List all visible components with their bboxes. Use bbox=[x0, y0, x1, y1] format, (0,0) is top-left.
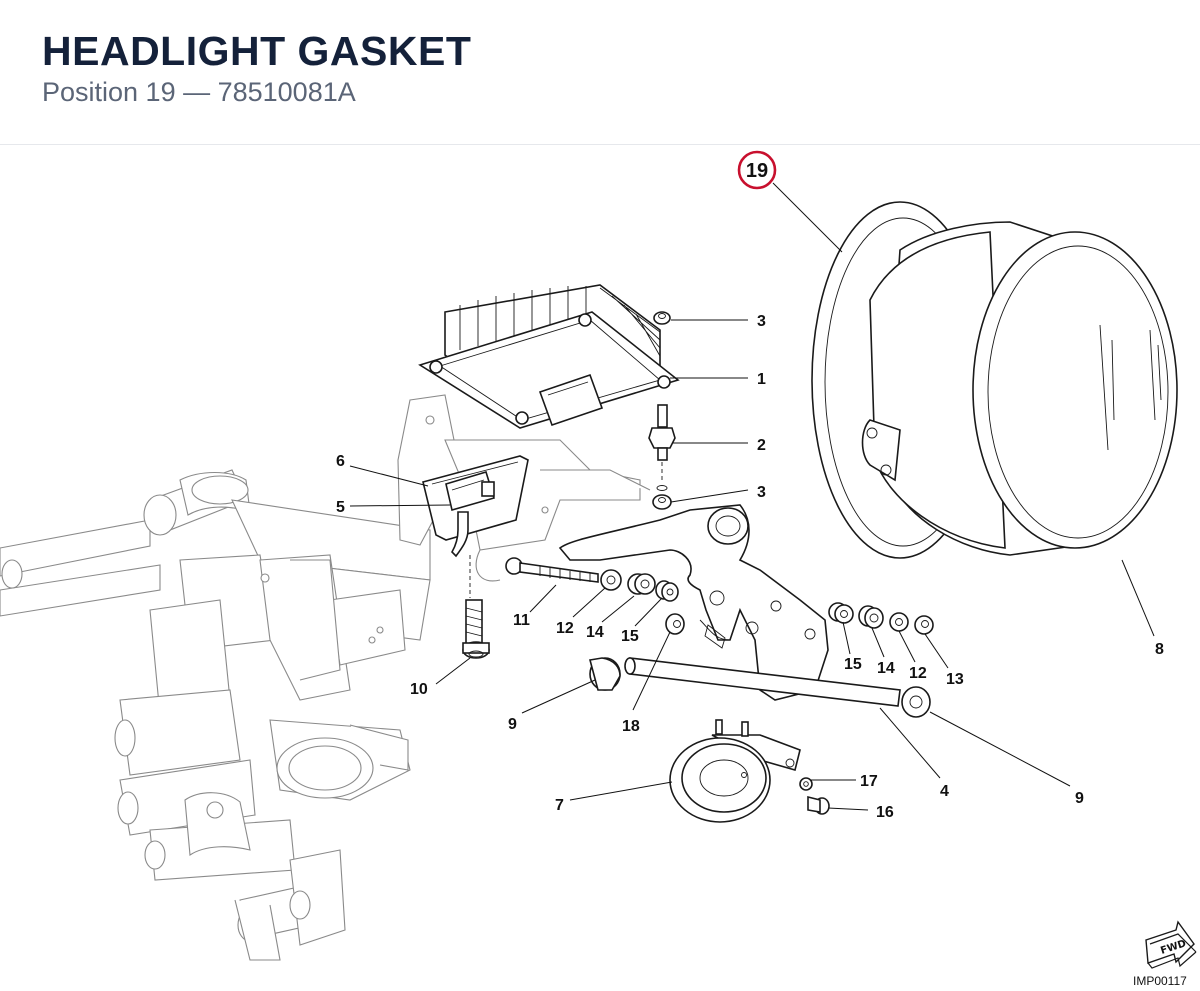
part-3-nut-lower bbox=[652, 494, 672, 510]
part-4-bracket bbox=[558, 504, 829, 701]
callout-14a: 14 bbox=[586, 624, 604, 641]
callout-10: 10 bbox=[410, 681, 428, 698]
part-14-bushing-right bbox=[858, 605, 884, 629]
callout-13: 13 bbox=[946, 671, 964, 688]
highlight-label: 19 bbox=[746, 160, 768, 182]
header: HEADLIGHT GASKET Position 19 — 78510081A bbox=[0, 0, 1200, 145]
callout-7: 7 bbox=[555, 797, 564, 814]
part-3-nut-top bbox=[653, 311, 671, 325]
part-12-washer-right bbox=[889, 612, 909, 632]
callout-17: 17 bbox=[860, 773, 878, 790]
callout-2: 2 bbox=[757, 437, 766, 454]
part-12-washer-left bbox=[600, 569, 622, 591]
part-15-spacer-left bbox=[655, 580, 679, 602]
callout-8: 8 bbox=[1155, 641, 1164, 658]
part-2-stud bbox=[648, 404, 676, 491]
callout-15a: 15 bbox=[621, 628, 639, 645]
part-13-nut bbox=[914, 615, 934, 635]
part-14-bushing-left bbox=[627, 573, 656, 595]
callout-11: 11 bbox=[513, 612, 530, 629]
image-reference: IMP00117 bbox=[1133, 974, 1187, 988]
fwd-arrow-icon: FWD bbox=[1145, 920, 1197, 969]
callout-14b: 14 bbox=[877, 660, 895, 677]
part-1-module bbox=[418, 284, 680, 429]
callout-4: 4 bbox=[940, 783, 949, 800]
page-subtitle: Position 19 — 78510081A bbox=[42, 77, 356, 107]
callout-6: 6 bbox=[336, 453, 345, 470]
page-title: HEADLIGHT GASKET bbox=[42, 28, 472, 74]
callout-15b: 15 bbox=[844, 656, 862, 673]
part-8-headlight bbox=[861, 221, 1178, 556]
part-18-nut bbox=[665, 613, 685, 635]
part-9-bush-left bbox=[589, 657, 621, 691]
part-17-washer bbox=[799, 777, 813, 791]
frame-ghost bbox=[0, 394, 651, 961]
part-5-relay bbox=[445, 471, 496, 558]
part-9-bush-right bbox=[901, 686, 931, 718]
part-4-rod bbox=[624, 657, 901, 707]
callout-18: 18 bbox=[622, 718, 640, 735]
callout-1: 1 bbox=[757, 371, 766, 388]
part-10-bolt bbox=[462, 555, 490, 659]
callout-3b: 3 bbox=[757, 484, 766, 501]
callout-labels: 3 1 2 3 6 5 8 11 12 14 15 15 14 12 13 10… bbox=[336, 313, 1164, 821]
highlight-callout-19[interactable]: 19 bbox=[737, 150, 777, 190]
callout-9a: 9 bbox=[508, 716, 517, 733]
part-11-long-bolt bbox=[505, 557, 599, 583]
callout-5: 5 bbox=[336, 499, 345, 516]
part-16-screw bbox=[807, 795, 830, 815]
part-15-spacer-right bbox=[828, 602, 854, 624]
callout-16: 16 bbox=[876, 804, 894, 821]
leader-lines bbox=[349, 182, 1155, 811]
callout-9b: 9 bbox=[1075, 790, 1084, 807]
callout-3a: 3 bbox=[757, 313, 766, 330]
part-7-horn bbox=[669, 719, 801, 823]
callout-12a: 12 bbox=[556, 620, 574, 637]
callout-12b: 12 bbox=[909, 665, 927, 682]
